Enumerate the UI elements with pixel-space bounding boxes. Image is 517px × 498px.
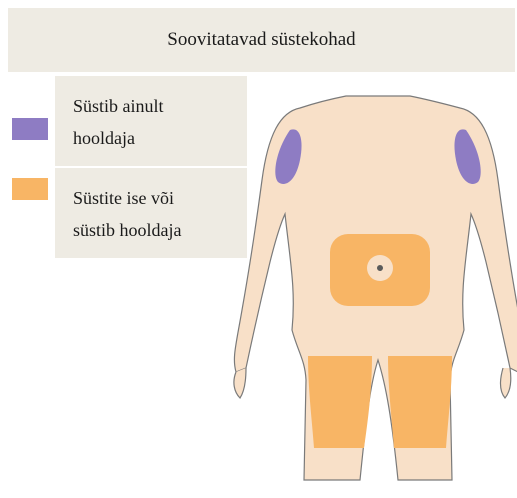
legend-label: Süstite ise või süstib hooldaja [55, 168, 247, 258]
legend-swatch-orange [12, 178, 48, 200]
right-hand [501, 368, 511, 398]
legend-label: Süstib ainult hooldaja [55, 76, 247, 166]
legend-label-line2: süstib hooldaja [73, 214, 247, 246]
legend-item-self-or-caregiver: Süstite ise või süstib hooldaja [0, 168, 247, 258]
legend-label-line1: Süstib ainult [73, 90, 247, 122]
legend-label-line1: Süstite ise või [73, 182, 247, 214]
navel [377, 265, 383, 271]
legend-label-line2: hooldaja [73, 122, 247, 154]
legend-swatch-purple [12, 118, 48, 140]
diagram-title: Soovitatavad süstekohad [8, 8, 515, 72]
right-thigh-zone [388, 356, 452, 448]
legend-item-caregiver-only: Süstib ainult hooldaja [0, 76, 247, 166]
left-hand [234, 368, 246, 398]
left-thigh-zone [308, 356, 372, 448]
